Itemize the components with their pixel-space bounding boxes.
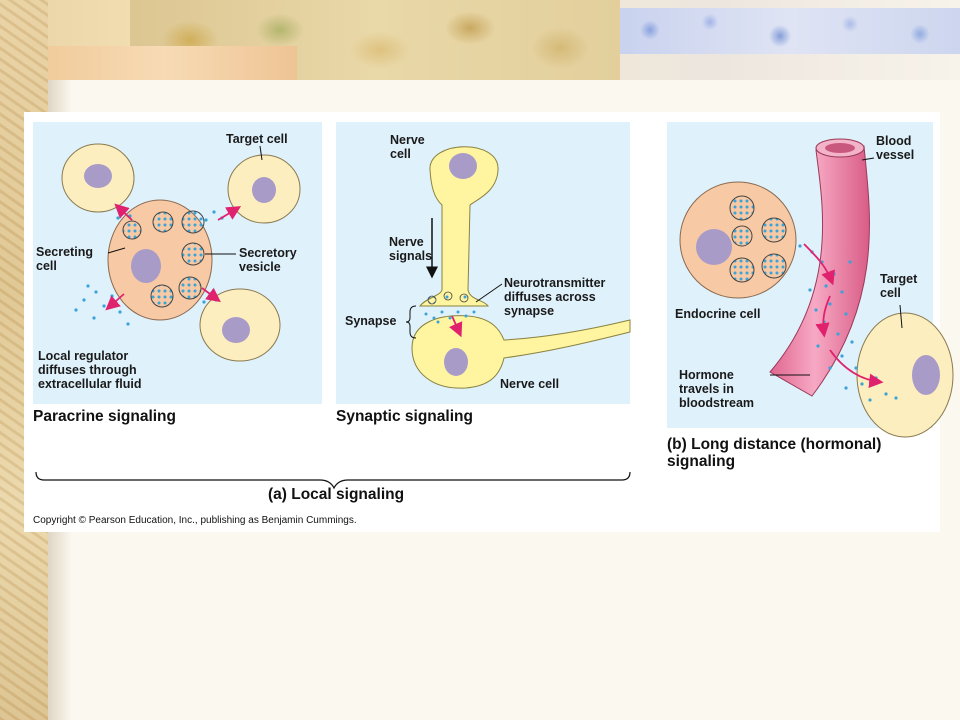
- label-target-cell-hormonal: Target cell: [880, 272, 918, 300]
- label-nerve-cell-bottom: Nerve cell: [500, 377, 560, 391]
- caption-local-signaling: (a) Local signaling: [268, 486, 405, 503]
- secreting-cell: [107, 199, 213, 321]
- orange-texture-strip: [32, 46, 297, 80]
- label-synapse: Synapse: [345, 314, 397, 328]
- label-endocrine-cell: Endocrine cell: [675, 307, 761, 321]
- caption-synaptic-signaling: Synaptic signaling: [336, 408, 473, 425]
- paracrine-leader-lines: [107, 145, 263, 255]
- hormonal-target-cell: [856, 312, 954, 438]
- label-local-regulator: Local regulator diffuses through extrace…: [38, 349, 142, 391]
- caption-paracrine-signaling: Paracrine signaling: [33, 408, 176, 425]
- neurotransmitter-leader: [475, 283, 503, 303]
- paracrine-arrows: [105, 203, 242, 311]
- paracrine-target-cell-bottom: [199, 288, 281, 362]
- synapse-vesicles: [427, 291, 469, 305]
- copyright-notice: Copyright © Pearson Education, Inc., pub…: [33, 515, 357, 526]
- label-nerve-signals: Nerve signals: [389, 235, 433, 263]
- paracrine-target-cell-top-left: [61, 143, 135, 213]
- endocrine-cell: [679, 181, 797, 299]
- caption-hormonal-signaling: (b) Long distance (hormonal) signaling: [667, 436, 882, 470]
- nerve-cell-top: [418, 146, 499, 307]
- blue-texture-strip: [620, 8, 960, 54]
- local-signaling-brace: [35, 471, 631, 490]
- synapse-brace: [405, 305, 417, 339]
- nerve-cell-bottom: [411, 315, 631, 389]
- paracrine-target-cell-top-right: [227, 154, 301, 224]
- hormonal-leader-lines: [770, 157, 903, 376]
- label-hormone: Hormone travels in bloodstream: [679, 368, 755, 410]
- label-secretory-vesicle: Secretory vesicle: [239, 246, 297, 274]
- label-target-cell: Target cell: [226, 132, 288, 146]
- blood-vessel: [769, 138, 870, 397]
- label-blood-vessel: Blood vessel: [876, 134, 915, 162]
- synapse-molecules: [424, 310, 476, 324]
- hormone-arrows: [803, 243, 884, 388]
- label-nerve-cell-top: Nerve cell: [390, 133, 425, 161]
- synapse-arrow: [449, 315, 463, 338]
- label-secreting-cell: Secreting cell: [36, 245, 93, 273]
- label-neurotransmitter: Neurotransmitter diffuses across synapse: [504, 276, 606, 318]
